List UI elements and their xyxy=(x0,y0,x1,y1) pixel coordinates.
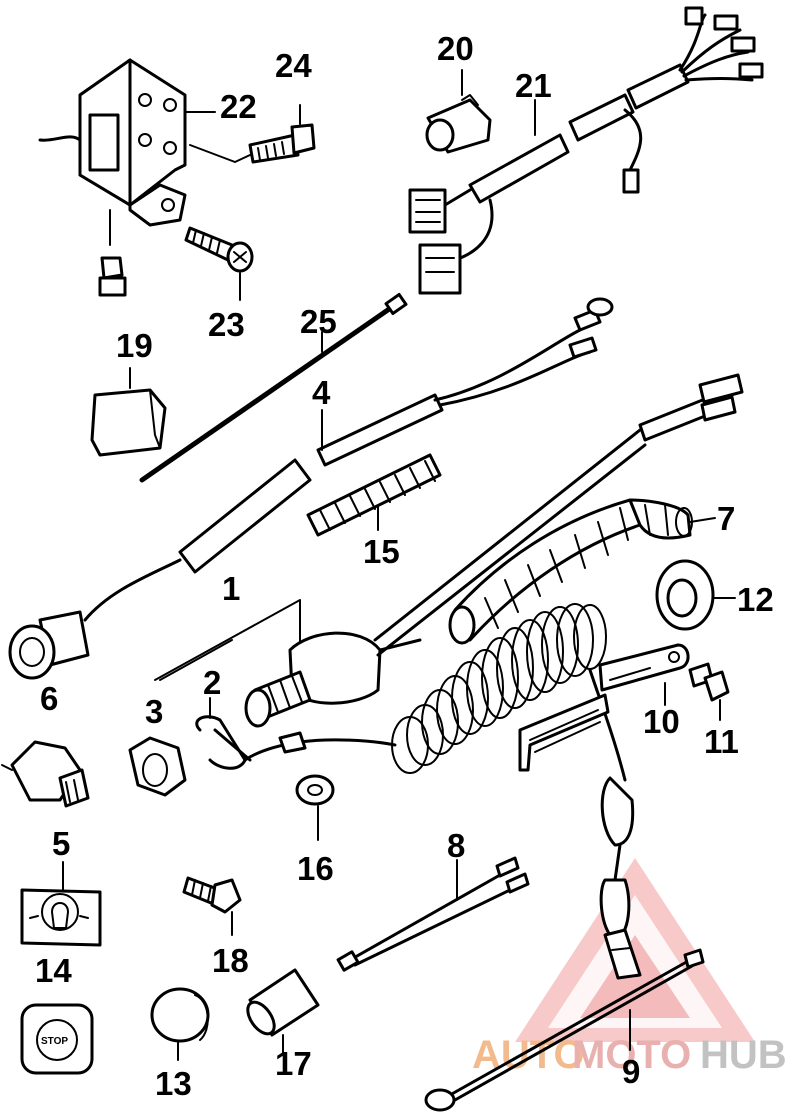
label-23: 23 xyxy=(208,306,245,343)
label-11: 11 xyxy=(704,723,739,760)
part-4-harness xyxy=(83,297,614,622)
label-4: 4 xyxy=(312,374,331,411)
label-6: 6 xyxy=(40,680,58,717)
part-16-washer xyxy=(295,774,335,841)
label-16: 16 xyxy=(297,850,334,887)
part-11-bolt xyxy=(688,662,730,721)
label-13: 13 xyxy=(155,1065,192,1102)
part-9-lead xyxy=(424,948,705,1112)
watermark-text-auto: AUTO xyxy=(472,1033,585,1077)
part-7-corrugated-tube xyxy=(448,498,716,645)
label-8: 8 xyxy=(447,827,465,864)
watermark-text-hub: HUB xyxy=(700,1033,787,1077)
part-14-stop-plate: STOP xyxy=(20,1003,94,1075)
part-number-labels: 24 22 20 21 23 25 19 4 15 7 12 1 2 3 6 1… xyxy=(35,30,774,1102)
label-24: 24 xyxy=(275,47,312,84)
label-20: 20 xyxy=(437,30,474,67)
label-18: 18 xyxy=(212,942,249,979)
label-3: 3 xyxy=(145,693,163,730)
label-12: 12 xyxy=(737,581,774,618)
part-19-cap xyxy=(90,367,167,457)
label-22: 22 xyxy=(220,88,257,125)
part-23-screw xyxy=(184,226,254,301)
label-21: 21 xyxy=(515,67,552,104)
label-10: 10 xyxy=(643,703,680,740)
label-1: 1 xyxy=(222,570,240,607)
label-14: 14 xyxy=(35,952,72,989)
part-5-label-plate xyxy=(20,861,102,947)
label-5: 5 xyxy=(52,825,70,862)
coiled-lanyard xyxy=(243,603,642,980)
part-3-nut xyxy=(128,736,187,797)
part-13-cap xyxy=(150,987,210,1061)
part-10-plate xyxy=(518,643,690,772)
part-5-switch-body xyxy=(1,740,90,808)
part-20-grommet xyxy=(425,69,492,154)
watermark-text-moto: MOTO xyxy=(572,1033,691,1077)
label-17: 17 xyxy=(275,1045,312,1082)
label-9: 9 xyxy=(622,1053,640,1090)
part-8-lead xyxy=(336,856,530,972)
part-2-clip xyxy=(195,697,252,770)
label-2: 2 xyxy=(203,664,221,701)
stop-plate-text: STOP xyxy=(41,1036,68,1047)
part-17-sleeve xyxy=(246,968,320,1056)
label-7: 7 xyxy=(717,500,735,537)
part-25-cable-tie xyxy=(139,292,408,483)
part-12-grommet xyxy=(655,559,736,631)
part-6-stop-switch xyxy=(8,610,90,680)
label-25: 25 xyxy=(300,303,337,340)
part-1-kill-switch xyxy=(154,373,744,728)
part-15-spiral-tube xyxy=(306,453,442,537)
part-18-bolt xyxy=(182,876,242,936)
part-22-bracket xyxy=(38,58,216,297)
label-15: 15 xyxy=(363,533,400,570)
part-21-harness xyxy=(408,6,764,295)
part-24-screw xyxy=(189,104,316,164)
label-19: 19 xyxy=(116,327,153,364)
